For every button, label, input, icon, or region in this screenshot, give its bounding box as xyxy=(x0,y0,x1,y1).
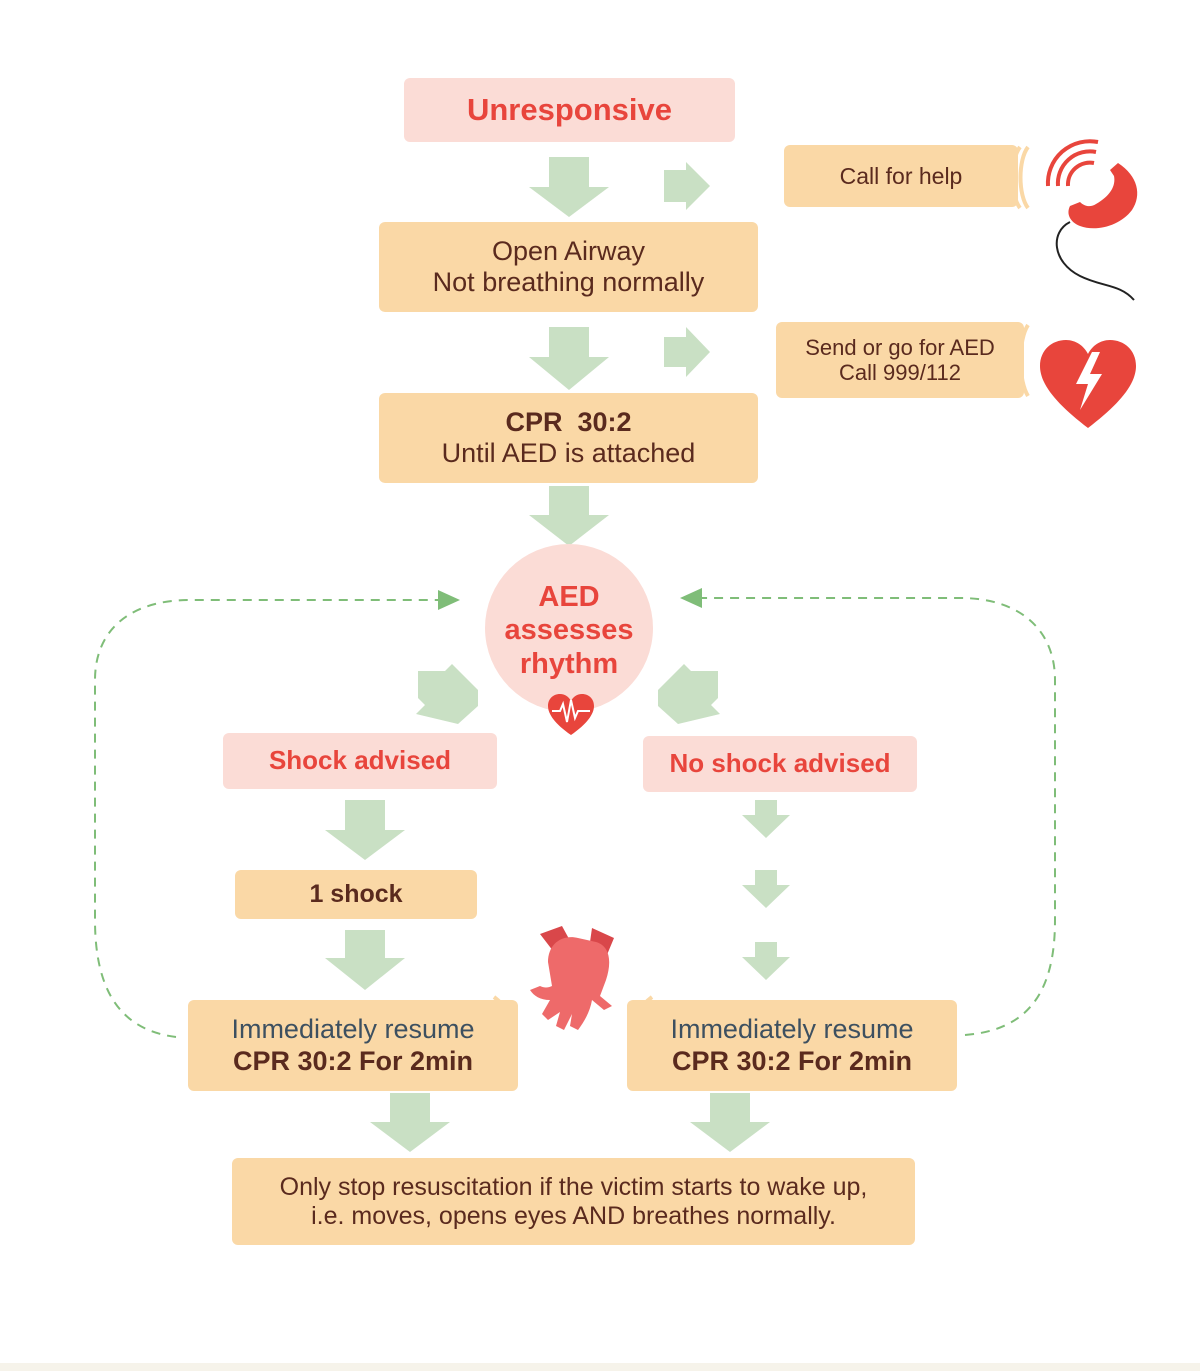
arrow-down xyxy=(690,1093,770,1152)
arrow-down-small xyxy=(742,870,790,908)
arrow-right xyxy=(664,162,710,210)
send-aed-line1: Send or go for AED xyxy=(805,334,995,360)
cpr-box: CPR 30:2 Until AED is attached xyxy=(379,393,758,483)
send-aed-line2: Call 999/112 xyxy=(839,360,961,385)
unresponsive-label: Unresponsive xyxy=(466,92,672,128)
aed-text: AED assesses rhythm xyxy=(490,578,648,684)
one-shock-label: 1 shock xyxy=(309,880,403,909)
aed-line1: AED xyxy=(538,580,600,613)
cpr-line1: CPR 30:2 xyxy=(505,406,632,437)
arrow-diagonal-left xyxy=(416,664,478,724)
no-shock-advised-label: No shock advised xyxy=(669,748,891,779)
dashed-loop-right xyxy=(700,597,1056,1036)
dashed-loop-left xyxy=(94,599,440,1038)
shock-advised-label: Shock advised xyxy=(268,745,452,776)
resume-right-line1: Immediately resume xyxy=(670,1014,914,1045)
open-airway-box: Open Airway Not breathing normally xyxy=(379,222,758,312)
arrow-right xyxy=(664,327,710,377)
arrow-down xyxy=(325,800,405,860)
stop-line2: i.e. moves, opens eyes AND breathes norm… xyxy=(311,1201,836,1230)
resume-left-line1: Immediately resume xyxy=(231,1014,475,1045)
no-shock-advised-box: No shock advised xyxy=(643,736,917,792)
stop-resuscitation-box: Only stop resuscitation if the victim st… xyxy=(232,1158,915,1245)
heart-rhythm-icon xyxy=(548,694,594,735)
arrow-down xyxy=(325,930,405,990)
cpr-line2: Until AED is attached xyxy=(441,438,696,468)
arrow-diagonal-right xyxy=(658,664,720,724)
call-for-help-label: Call for help xyxy=(839,162,963,189)
resume-cpr-left-box: Immediately resume CPR 30:2 For 2min xyxy=(188,1000,518,1091)
arrow-down xyxy=(370,1093,450,1152)
arrow-down xyxy=(529,486,609,546)
footer-strip xyxy=(0,1363,1200,1371)
arrow-down-small xyxy=(742,800,790,838)
heart-bolt-icon xyxy=(1040,340,1136,428)
resume-cpr-right-box: Immediately resume CPR 30:2 For 2min xyxy=(627,1000,957,1091)
call-for-help-box: Call for help xyxy=(784,145,1018,207)
one-shock-box: 1 shock xyxy=(235,870,477,919)
stop-line1: Only stop resuscitation if the victim st… xyxy=(279,1172,868,1201)
dashed-arrowhead-right xyxy=(680,588,702,608)
arrow-down xyxy=(529,157,609,217)
aed-circle xyxy=(485,544,653,712)
hands-cpr-icon xyxy=(530,926,614,1030)
open-airway-line2: Not breathing normally xyxy=(432,267,705,297)
phone-icon xyxy=(1045,139,1138,301)
bracket-arc xyxy=(1018,145,1030,210)
aed-line2: assesses xyxy=(504,614,634,647)
resume-left-line2: CPR 30:2 For 2min xyxy=(232,1045,474,1076)
arrow-down xyxy=(529,327,609,390)
aed-line3: rhythm xyxy=(519,647,619,680)
arrow-down-small xyxy=(742,942,790,980)
unresponsive-box: Unresponsive xyxy=(404,78,735,142)
send-aed-box: Send or go for AED Call 999/112 xyxy=(776,322,1024,398)
open-airway-line1: Open Airway xyxy=(491,235,646,266)
dashed-arrowhead-left xyxy=(438,590,460,610)
resume-right-line2: CPR 30:2 For 2min xyxy=(671,1045,913,1076)
shock-advised-box: Shock advised xyxy=(223,733,497,789)
